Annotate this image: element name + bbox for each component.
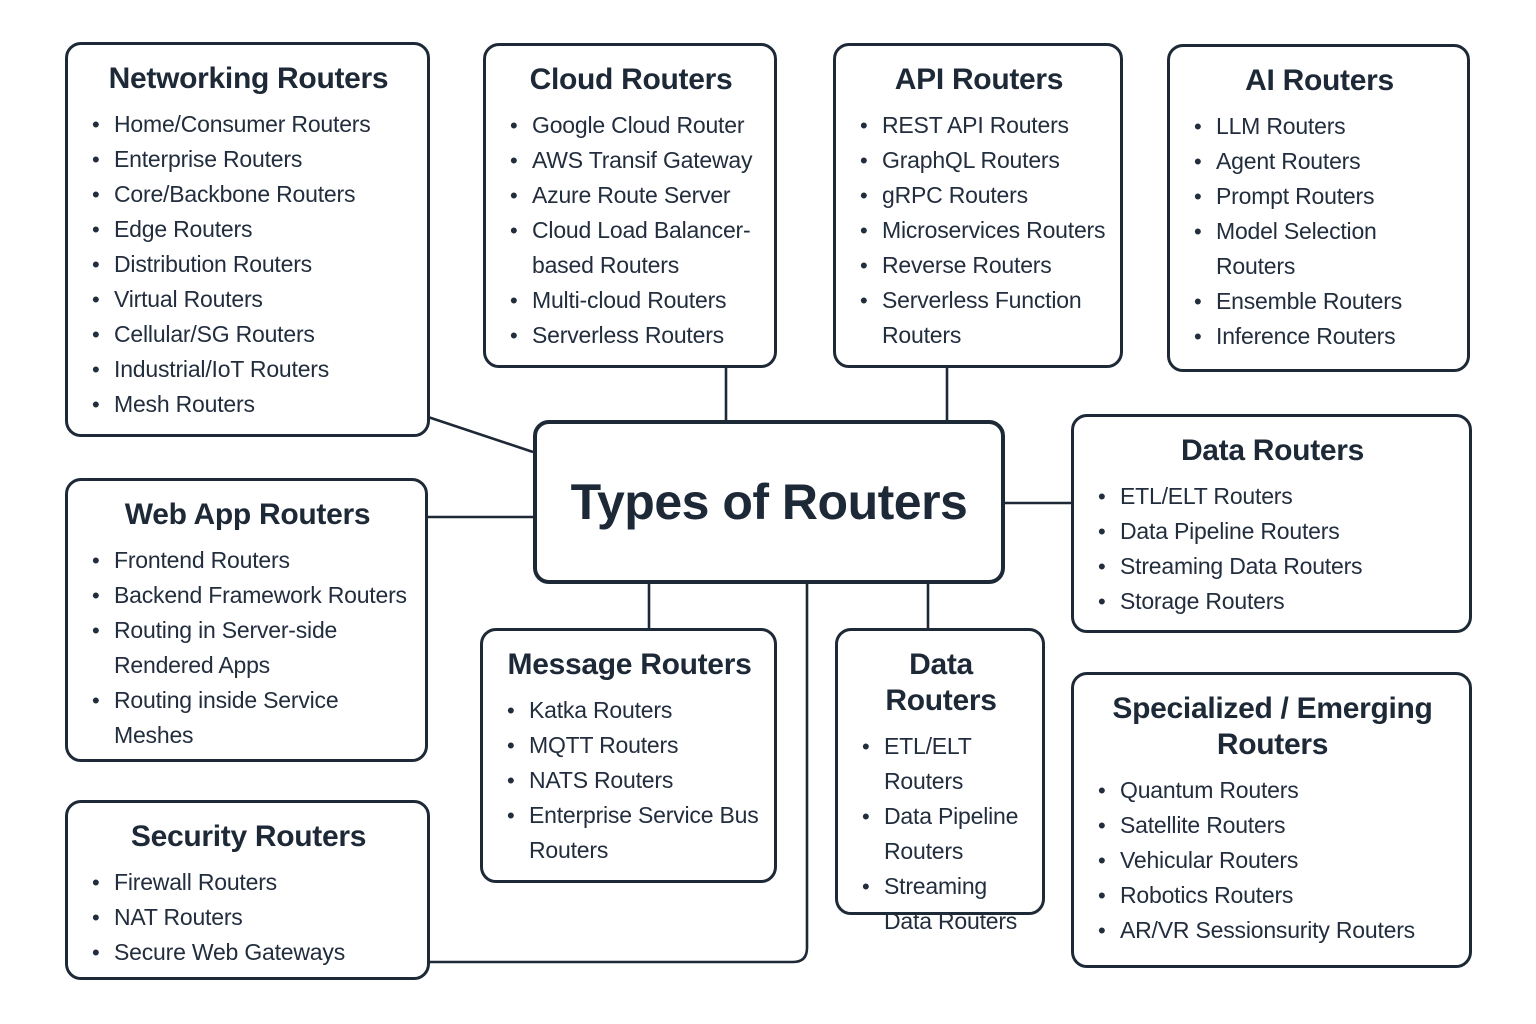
list-item: Cellular/SG Routers xyxy=(86,317,413,352)
list-item: Home/Consumer Routers xyxy=(86,107,413,142)
list-item: Data Pipeline Routers xyxy=(856,799,1028,869)
item-list: Katka Routers MQTT Routers NATS Routers … xyxy=(499,693,760,868)
item-list: Frontend Routers Backend Framework Route… xyxy=(84,543,411,753)
list-item: Quantum Routers xyxy=(1092,773,1455,808)
node-title: Cloud Routers xyxy=(529,63,733,96)
list-item: Routing inside Service Meshes xyxy=(86,683,411,753)
list-item: Reverse Routers xyxy=(854,248,1106,283)
diagram-title: Types of Routers xyxy=(570,474,968,530)
node-title: Web App Routers xyxy=(124,498,371,531)
list-item: Katka Routers xyxy=(501,693,760,728)
list-item: Secure Web Gateways xyxy=(86,935,413,970)
item-list: Firewall Routers NAT Routers Secure Web … xyxy=(84,865,413,970)
node-security-routers: Security Routers Firewall Routers NAT Ro… xyxy=(65,800,430,980)
item-list: REST API Routers GraphQL Routers gRPC Ro… xyxy=(852,108,1106,353)
list-item: Robotics Routers xyxy=(1092,878,1455,913)
item-list: ETL/ELT Routers Data Pipeline Routers St… xyxy=(854,729,1028,939)
list-item: AWS Transif Gateway xyxy=(504,143,760,178)
list-item: Core/Backbone Routers xyxy=(86,177,413,212)
list-item: Cloud Load Balancer-based Routers xyxy=(504,213,760,283)
list-item: Streaming Data Routers xyxy=(1092,549,1455,584)
list-item: Frontend Routers xyxy=(86,543,411,578)
list-item: Virtual Routers xyxy=(86,282,413,317)
node-cloud-routers: Cloud Routers Google Cloud Router AWS Tr… xyxy=(483,43,777,368)
list-item: Vehicular Routers xyxy=(1092,843,1455,878)
node-web-app-routers: Web App Routers Frontend Routers Backend… xyxy=(65,478,428,762)
list-item: Storage Routers xyxy=(1092,584,1455,619)
list-item: Serverless Function Routers xyxy=(854,283,1106,353)
list-item: Microservices Routers xyxy=(854,213,1106,248)
list-item: Enterprise Routers xyxy=(86,142,413,177)
node-networking-routers: Networking Routers Home/Consumer Routers… xyxy=(65,42,430,437)
list-item: gRPC Routers xyxy=(854,178,1106,213)
list-item: REST API Routers xyxy=(854,108,1106,143)
node-types-of-routers: Types of Routers xyxy=(533,420,1005,584)
item-list: LLM Routers Agent Routers Prompt Routers… xyxy=(1186,109,1453,354)
node-message-routers: Message Routers Katka Routers MQTT Route… xyxy=(480,628,777,883)
node-title: Data Routers xyxy=(885,648,997,717)
list-item: Ensemble Routers xyxy=(1188,284,1453,319)
list-item: Routing in Server-side Rendered Apps xyxy=(86,613,411,683)
list-item: Prompt Routers xyxy=(1188,179,1453,214)
list-item: Enterprise Service Bus Routers xyxy=(501,798,760,868)
list-item: Google Cloud Router xyxy=(504,108,760,143)
list-item: LLM Routers xyxy=(1188,109,1453,144)
node-title: Security Routers xyxy=(130,820,367,853)
list-item: NATS Routers xyxy=(501,763,760,798)
node-ai-routers: AI Routers LLM Routers Agent Routers Pro… xyxy=(1167,44,1470,372)
connector-networking-center xyxy=(427,415,534,454)
node-title: Specialized / Emerging Routers xyxy=(1112,692,1433,761)
node-title: API Routers xyxy=(894,63,1064,96)
list-item: NAT Routers xyxy=(86,900,413,935)
list-item: Firewall Routers xyxy=(86,865,413,900)
node-title: AI Routers xyxy=(1245,64,1394,97)
node-specialized-emerging-routers: Specialized / Emerging Routers Quantum R… xyxy=(1071,672,1472,968)
list-item: Inference Routers xyxy=(1188,319,1453,354)
list-item: Edge Routers xyxy=(86,212,413,247)
list-item: AR/VR Sessionsurity Routers xyxy=(1092,913,1455,948)
list-item: Azure Route Server xyxy=(504,178,760,213)
node-data-routers-bottom: Data Routers ETL/ELT Routers Data Pipeli… xyxy=(835,628,1045,934)
list-item: Distribution Routers xyxy=(86,247,413,282)
list-item: Backend Framework Routers xyxy=(86,578,411,613)
item-list: Home/Consumer Routers Enterprise Routers… xyxy=(84,107,413,422)
item-list: Google Cloud Router AWS Transif Gateway … xyxy=(502,108,760,353)
node-title: Networking Routers xyxy=(108,62,389,95)
list-item: Model Selection Routers xyxy=(1188,214,1453,284)
item-list: ETL/ELT Routers Data Pipeline Routers St… xyxy=(1090,479,1455,619)
node-api-routers: API Routers REST API Routers GraphQL Rou… xyxy=(833,43,1123,368)
list-item: GraphQL Routers xyxy=(854,143,1106,178)
node-title: Message Routers xyxy=(507,648,752,681)
list-item: ETL/ELT Routers xyxy=(856,729,1028,799)
list-item: ETL/ELT Routers xyxy=(1092,479,1455,514)
connector-center-security xyxy=(429,583,809,964)
list-item: Streaming Data Routers xyxy=(856,869,1028,939)
node-title: Data Routers xyxy=(1180,434,1365,467)
list-item: Industrial/IoT Routers xyxy=(86,352,413,387)
list-item: Satellite Routers xyxy=(1092,808,1455,843)
list-item: Agent Routers xyxy=(1188,144,1453,179)
item-list: Quantum Routers Satellite Routers Vehicu… xyxy=(1090,773,1455,948)
list-item: Serverless Routers xyxy=(504,318,760,353)
list-item: Data Pipeline Routers xyxy=(1092,514,1455,549)
list-item: Mesh Routers xyxy=(86,387,413,422)
node-data-routers-right: Data Routers ETL/ELT Routers Data Pipeli… xyxy=(1071,414,1472,633)
list-item: MQTT Routers xyxy=(501,728,760,763)
list-item: Multi-cloud Routers xyxy=(504,283,760,318)
